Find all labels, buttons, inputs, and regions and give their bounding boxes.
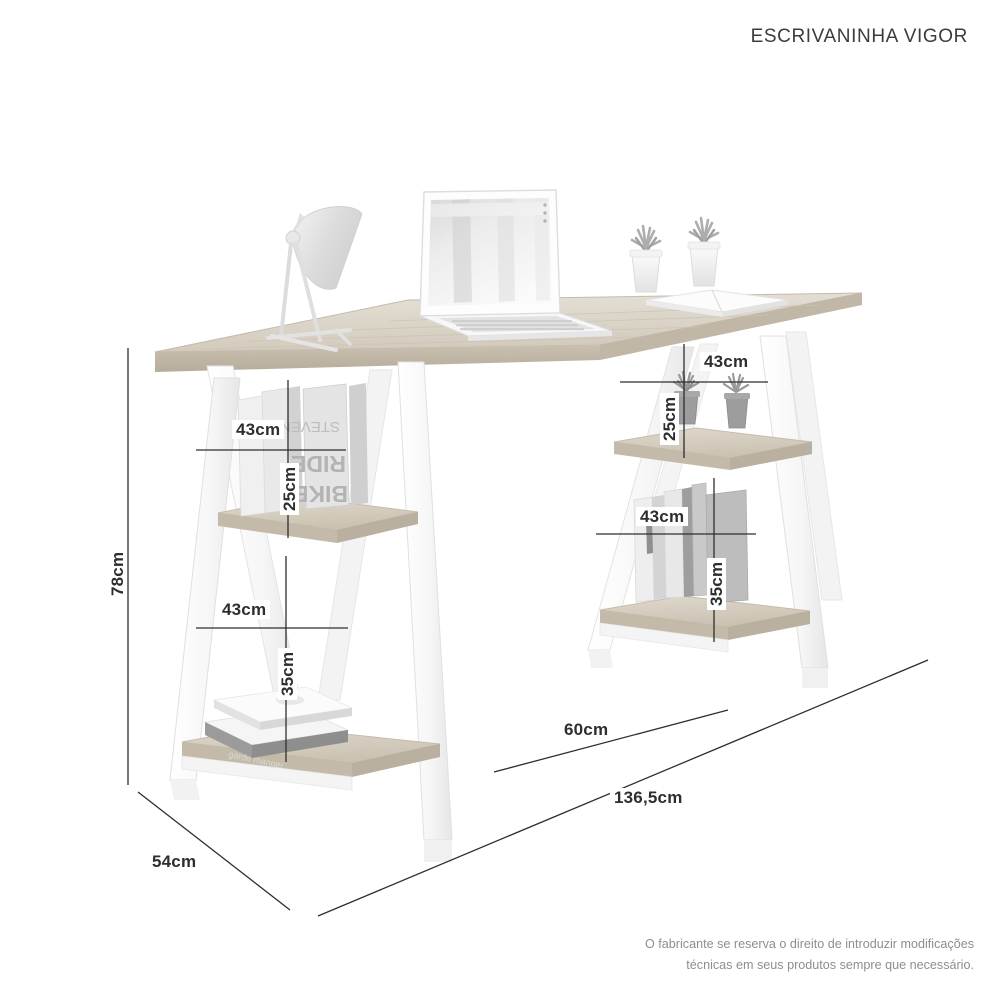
dim-label-right-upper-height: 25cm (660, 392, 680, 445)
dim-label-depth-54: 54cm (148, 852, 201, 872)
svg-text:RIDE: RIDE (291, 451, 346, 477)
standing-books-left-upper: STEVEN RIDE BIKE (237, 383, 368, 517)
dim-label-right-lower-width: 43cm (636, 507, 689, 527)
dimension-lines (127, 344, 929, 917)
standing-books-right-lower (633, 482, 749, 604)
right-lower-shelf (599, 595, 811, 653)
laptop (419, 189, 613, 341)
svg-text:STEVEN: STEVEN (280, 418, 340, 435)
svg-text:BIKE: BIKE (293, 481, 348, 507)
dim-label-left-upper-height: 25cm (280, 462, 300, 515)
dim-label-left-lower-width: 43cm (218, 600, 271, 620)
dim-label-width-1365: 136,5cm (610, 788, 687, 808)
dim-label-height-78: 78cm (108, 547, 128, 600)
dimline-trestle-60 (493, 709, 729, 773)
dim-label-right-lower-height: 35cm (707, 557, 727, 610)
manufacturer-disclaimer: O fabricante se reserva o direito de int… (645, 937, 974, 973)
page-title: ESCRIVANINHA VIGOR (750, 26, 968, 47)
desk-lamp (266, 206, 363, 352)
stacked-books-left-lower: garde manger (203, 686, 354, 771)
dim-label-left-upper-width: 43cm (232, 420, 285, 440)
dim-label-trestle-60: 60cm (560, 720, 613, 740)
open-book (645, 289, 789, 317)
succulent-pots-right-shelf (672, 370, 750, 429)
dim-label-right-upper-width: 43cm (700, 352, 753, 372)
succulent-pots-desktop (629, 216, 721, 293)
dimline-depth-54 (137, 791, 291, 911)
dim-label-left-lower-height: 35cm (278, 647, 298, 700)
